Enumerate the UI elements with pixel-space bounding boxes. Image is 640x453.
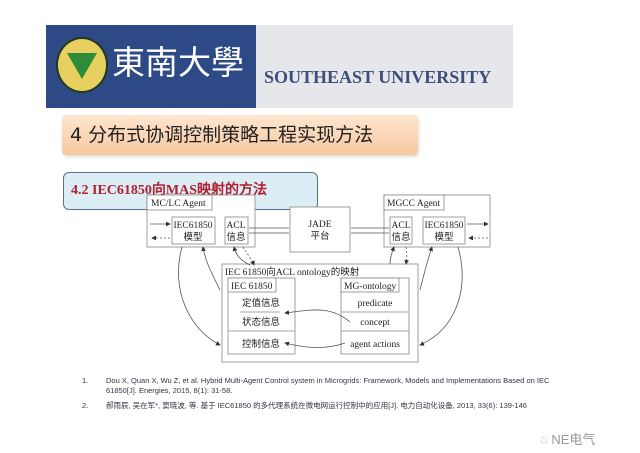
iec-row: 控制信息 bbox=[242, 338, 280, 350]
jade-label-2: 平台 bbox=[310, 230, 329, 242]
left-model-label: IEC61850 bbox=[173, 221, 212, 231]
reference-item: 2. 郝雨辰, 吴在军*, 窦晓波, 等. 基于 IEC61850 的多代理系统在… bbox=[82, 401, 582, 411]
reference-text: Dou X, Quan X, Wu Z, et al. Hybrid Multi… bbox=[106, 376, 550, 395]
mg-row: concept bbox=[360, 318, 390, 328]
left-acl-label-2: 信息 bbox=[226, 231, 245, 243]
references: 1. Dou X, Quan X, Wu Z, et al. Hybrid Mul… bbox=[82, 376, 582, 416]
jade-label: JADE bbox=[308, 220, 331, 230]
university-banner: 東南大學 SOUTHEAST UNIVERSITY bbox=[46, 25, 513, 108]
university-name-cn: 東南大學 bbox=[112, 43, 244, 82]
watermark: ◌ NE电气 bbox=[540, 432, 595, 448]
right-model-label-2: 模型 bbox=[434, 231, 454, 243]
reference-item: 1. Dou X, Quan X, Wu Z, et al. Hybrid Mul… bbox=[82, 376, 582, 396]
left-acl-label: ACL bbox=[227, 221, 246, 231]
left-acl-box bbox=[224, 216, 249, 245]
right-model-label: IEC61850 bbox=[424, 221, 463, 231]
left-iec-model-box bbox=[171, 216, 216, 245]
iec-row: 定值信息 bbox=[242, 297, 280, 309]
mg-row: agent actions bbox=[350, 340, 400, 350]
right-acl-box bbox=[389, 216, 413, 245]
left-model-label-2: 模型 bbox=[183, 231, 203, 243]
mclc-agent-label: MC/LC Agent bbox=[151, 199, 206, 209]
wechat-icon: ◌ bbox=[540, 432, 552, 447]
watermark-text: NE电气 bbox=[551, 432, 596, 447]
mg-header: MG-ontology bbox=[344, 282, 397, 292]
slide-title: 4 分布式协调控制策略工程实现方法 bbox=[62, 115, 418, 155]
mgcc-agent-label: MGCC Agent bbox=[387, 199, 440, 209]
mapping-title: IEC 61850向ACL ontology的映射 bbox=[225, 266, 360, 278]
university-name-en: SOUTHEAST UNIVERSITY bbox=[264, 67, 492, 87]
reference-number: 2. bbox=[82, 401, 89, 410]
iec-row: 状态信息 bbox=[242, 316, 280, 328]
right-acl-label: ACL bbox=[392, 221, 411, 231]
reference-number: 1. bbox=[82, 376, 89, 385]
jade-platform-box bbox=[289, 206, 351, 253]
reference-text: 郝雨辰, 吴在军*, 窦晓波, 等. 基于 IEC61850 的多代理系统在微电… bbox=[106, 401, 527, 410]
right-acl-label-2: 信息 bbox=[391, 231, 410, 243]
right-iec-model-box bbox=[422, 216, 466, 245]
university-seal-icon bbox=[56, 37, 108, 93]
mg-row: predicate bbox=[358, 299, 393, 309]
iec-header: IEC 61850 bbox=[231, 282, 273, 292]
banner-logo-area: 東南大學 bbox=[46, 25, 256, 108]
